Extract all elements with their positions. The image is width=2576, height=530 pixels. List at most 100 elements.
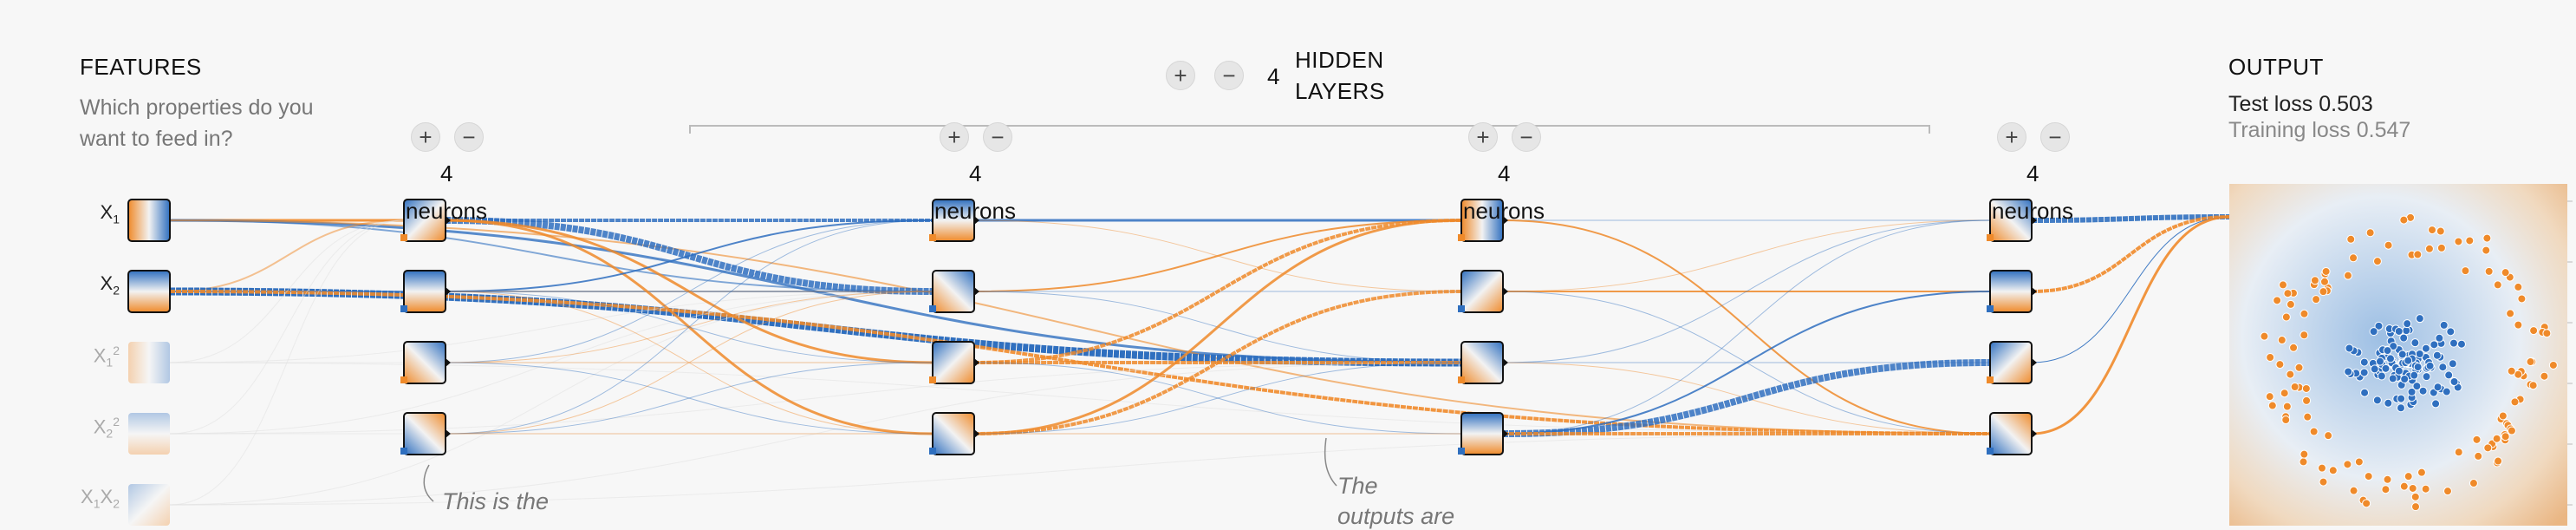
data-point-negative [2540, 371, 2549, 381]
neuron-arrow-l2-n1 [974, 216, 979, 225]
data-point-negative [2290, 383, 2300, 392]
data-point-positive [2399, 333, 2409, 343]
features-subtitle-1: Which properties do you [80, 95, 314, 120]
data-point-positive [2435, 333, 2444, 343]
data-point-positive [2421, 344, 2430, 353]
data-point-negative [2411, 502, 2421, 512]
annotation-arrow-2 [1324, 437, 1337, 487]
data-point-positive [2345, 344, 2354, 353]
layer3-remove-neuron-button[interactable]: − [1512, 122, 1541, 152]
layer3-add-neuron-button[interactable]: + [1468, 122, 1498, 152]
data-point-negative [2309, 427, 2319, 436]
annotation-note-2-line2: outputs are [1337, 503, 1455, 529]
data-point-negative [2399, 215, 2409, 225]
add-layer-button[interactable]: + [1166, 61, 1195, 90]
data-point-negative [2328, 466, 2338, 475]
bias-l3-n3 [1458, 376, 1465, 383]
features-subtitle-2: want to feed in? [80, 127, 233, 151]
data-point-negative [2493, 280, 2502, 290]
link-disabled [169, 219, 405, 435]
neuron-l3-n4 [1460, 412, 1504, 455]
bias-l3-n2 [1458, 305, 1465, 312]
layer4-neuron-count: 4 [2026, 160, 2039, 186]
neuron-arrow-l1-n4 [446, 429, 451, 438]
data-point-positive [2430, 340, 2439, 350]
link-l1-l2-11 [445, 362, 933, 435]
data-point-positive [2370, 364, 2379, 374]
link-l1-l2-3 [445, 219, 933, 435]
data-point-negative [2528, 381, 2538, 390]
data-point-negative [2349, 486, 2358, 495]
data-point-negative [2507, 426, 2516, 435]
neuron-arrow-l3-n4 [1503, 429, 1508, 438]
data-point-negative [2510, 397, 2520, 407]
neuron-l3-n2 [1460, 270, 1504, 313]
bracket-right-tick [1929, 125, 1930, 134]
neuron-l2-n4 [932, 412, 975, 455]
link-disabled [169, 362, 1462, 435]
data-point-negative [2482, 245, 2491, 255]
layer1-add-neuron-button[interactable]: + [411, 122, 440, 152]
data-point-negative [2281, 415, 2291, 425]
data-point-negative [2514, 320, 2523, 330]
data-point-negative [2514, 370, 2523, 379]
test-loss: Test loss 0.503 [2228, 92, 2373, 117]
data-point-positive [2412, 382, 2422, 391]
link-output-1 [2031, 215, 2230, 293]
data-point-negative [2310, 276, 2319, 285]
link-l1-l2-13 [445, 291, 933, 435]
link-disabled [169, 362, 1462, 506]
neuron-arrow-l1-n3 [446, 358, 451, 367]
data-point-positive [2442, 387, 2451, 396]
data-point-negative [2266, 352, 2275, 362]
link-l2-l3-9 [973, 290, 1462, 435]
hidden-layers-bracket [689, 125, 1930, 127]
link-output-2 [2031, 216, 2230, 363]
link-disabled [169, 219, 405, 506]
layer1-remove-neuron-button[interactable]: − [454, 122, 484, 152]
bias-l2-n1 [929, 234, 936, 241]
data-point-positive [2394, 366, 2404, 376]
link-l2-l3-10 [973, 362, 1462, 435]
feature-label-x1-squared: X12 [93, 344, 120, 370]
data-point-negative [2346, 234, 2356, 244]
features-header: FEATURES [80, 54, 202, 80]
neuron-arrow-l3-n1 [1503, 216, 1508, 225]
data-point-negative [2299, 457, 2308, 467]
neuron-l4-n2 [1989, 270, 2033, 313]
data-point-negative [2354, 457, 2364, 467]
training-loss-value: 0.547 [2356, 118, 2411, 142]
layer4-remove-neuron-button[interactable]: − [2040, 122, 2070, 152]
data-point-negative [2443, 487, 2452, 496]
neuron-arrow-l2-n3 [974, 358, 979, 367]
layer2-remove-neuron-button[interactable]: − [983, 122, 1012, 152]
link-l1-l2-14 [445, 362, 933, 435]
data-point-positive [2375, 357, 2384, 366]
data-point-positive [2438, 363, 2448, 372]
link-l2-l3-7 [973, 362, 1462, 435]
layer2-add-neuron-button[interactable]: + [940, 122, 969, 152]
data-point-positive [2433, 383, 2443, 392]
data-point-negative [2289, 343, 2299, 352]
layer4-add-neuron-button[interactable]: + [1997, 122, 2026, 152]
data-point-positive [2383, 346, 2392, 356]
bias-l1-n3 [400, 376, 407, 383]
link-input-6 [169, 287, 1462, 367]
data-point-negative [2517, 294, 2527, 304]
link-input-4 [169, 219, 405, 292]
data-point-positive [2397, 394, 2406, 403]
data-point-negative [2428, 226, 2437, 235]
link-l1-l2-12 [445, 219, 933, 435]
data-point-negative [2294, 363, 2304, 372]
link-l3-l4-10 [1502, 359, 1991, 437]
data-point-positive [2449, 376, 2459, 386]
data-point-negative [2365, 228, 2375, 238]
remove-layer-button[interactable]: − [1214, 61, 1244, 90]
data-point-negative [2280, 389, 2289, 398]
link-l1-l2-6 [445, 291, 933, 363]
bias-l4-n2 [1987, 305, 1994, 312]
layer2-neuron-count: 4 [969, 160, 982, 186]
feature-node-1 [127, 270, 171, 313]
neuron-l2-n3 [932, 341, 975, 384]
data-point-negative [2501, 432, 2510, 442]
